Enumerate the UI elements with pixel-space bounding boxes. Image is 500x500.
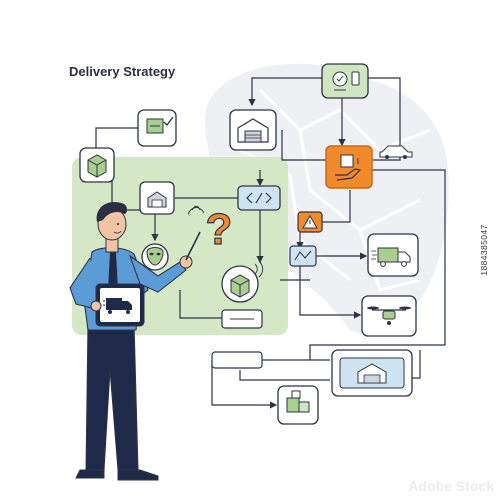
alien-face-badge[interactable] bbox=[141, 243, 169, 271]
flow-connectors bbox=[95, 77, 446, 409]
truck-icon bbox=[371, 247, 411, 267]
tablet-truck-icon bbox=[103, 298, 132, 314]
warning-card[interactable] bbox=[297, 211, 323, 233]
warehouse-icon bbox=[237, 118, 269, 143]
package-icon bbox=[87, 154, 107, 178]
warning-icon bbox=[302, 215, 318, 229]
package-check-card[interactable] bbox=[137, 109, 177, 147]
question-mark: ? bbox=[206, 205, 233, 254]
boxes-card[interactable] bbox=[277, 385, 319, 425]
package-check-icon bbox=[146, 116, 174, 134]
chat-phone-icon bbox=[332, 71, 360, 91]
car-icon bbox=[379, 145, 413, 159]
note-card[interactable] bbox=[221, 309, 263, 329]
warehouse-screen-card[interactable] bbox=[331, 349, 413, 397]
truck-dock-icon bbox=[147, 191, 167, 208]
code-card[interactable] bbox=[237, 185, 281, 211]
tablet-device[interactable] bbox=[90, 283, 145, 327]
drone-icon bbox=[367, 306, 411, 325]
warehouse-screen-icon bbox=[357, 363, 387, 384]
package-card[interactable] bbox=[79, 147, 115, 183]
alien-face-icon bbox=[146, 247, 164, 266]
truck-card[interactable] bbox=[367, 233, 419, 277]
boxes-icon bbox=[286, 390, 310, 413]
watermark: Adobe Stock bbox=[408, 478, 494, 494]
map-transfer-icon bbox=[294, 250, 312, 261]
stock-id-label: 1884385047 bbox=[479, 224, 489, 276]
drone-card[interactable] bbox=[361, 295, 417, 337]
hand-package-icon bbox=[335, 154, 362, 181]
box-signal-badge[interactable] bbox=[221, 260, 264, 303]
box-signal-icon bbox=[230, 260, 264, 298]
chat-phone-card[interactable] bbox=[321, 63, 369, 99]
map-transfer-card[interactable] bbox=[289, 245, 317, 267]
status-bar-card[interactable] bbox=[211, 351, 263, 369]
truck-dock-card[interactable] bbox=[139, 181, 175, 215]
code-icon bbox=[246, 192, 272, 204]
page-title: Delivery Strategy bbox=[69, 64, 176, 79]
warehouse-card[interactable] bbox=[229, 109, 277, 151]
hand-package-card[interactable] bbox=[325, 145, 373, 189]
